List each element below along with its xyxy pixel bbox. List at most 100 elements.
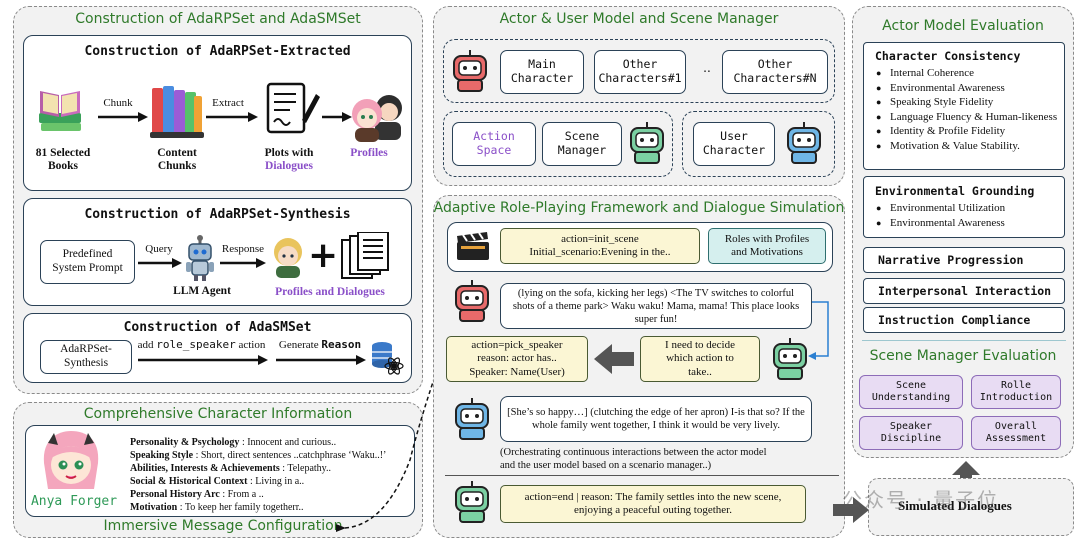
separator [445, 475, 839, 476]
role-introduction-box: Rolle Introduction [971, 375, 1061, 409]
scene-manager-box: Scene Manager [542, 122, 622, 166]
grounding-title: Environmental Grounding [875, 184, 1035, 198]
orchestrating-note: (Orchestrating continuous interactions b… [500, 447, 767, 471]
arrow-response [220, 258, 266, 268]
query-label: Query [145, 243, 173, 255]
consistency-item: Internal Coherence [876, 66, 1060, 81]
attr-row: Speaking Style : Short, direct sentences… [130, 449, 410, 462]
robot-red-icon [453, 50, 487, 92]
end-action-box: action=end | reason: The family settles … [500, 485, 806, 523]
profiles-dialogues-label: Profiles and Dialogues [275, 286, 385, 298]
arrow-profiles [322, 112, 352, 122]
user-dialogue-bubble: [She’s so happy…] (clutching the edge of… [500, 396, 812, 442]
overall-assessment-box: Overall Assessment [971, 416, 1061, 450]
other-characters-1-box: Other Characters#1 [594, 50, 686, 94]
pick-speaker-box: action=pick_speaker reason: actor has.. … [446, 336, 588, 382]
profiles-label: Profiles [350, 147, 388, 159]
plus-icon: + [308, 235, 339, 276]
plots-label-line2: Dialogues [265, 160, 313, 173]
synthesis-title: Construction of AdaRPSet-Synthesis [84, 207, 351, 222]
boy-character-icon [274, 238, 302, 278]
arrow-extract [206, 112, 258, 122]
robot-green-icon [630, 122, 664, 164]
consistency-item: Motivation & Value Stability. [876, 139, 1060, 154]
attr-value: : To keep her family togetherr.. [177, 502, 304, 513]
extracted-box [23, 35, 412, 191]
consistency-item: Identity & Profile Fidelity [876, 124, 1060, 139]
anya-avatar-icon [43, 431, 99, 489]
simulated-dialogues-panel [868, 478, 1074, 536]
books-icon [39, 91, 81, 131]
extract-label: Extract [212, 97, 244, 109]
user-character-box: User Character [693, 122, 775, 166]
action-space-box: Action Space [452, 122, 536, 166]
arrow-query [138, 258, 182, 268]
plots-label-line1: Plots with [264, 147, 314, 159]
actor-user-title: Actor & User Model and Scene Manager [499, 11, 779, 27]
attr-key: Motivation [130, 502, 178, 513]
metric-narrative: Narrative Progression [863, 247, 1065, 273]
synthesis-source-box: AdaRPSet- Synthesis [40, 340, 132, 374]
arrow-right-gray [833, 497, 869, 523]
flow-connector [808, 301, 829, 360]
roles-profiles-box: Roles with Profiles and Motivations [708, 228, 826, 264]
ellipsis: .. [703, 61, 711, 75]
arrow-chunk [98, 112, 148, 122]
arrow-generate [276, 355, 366, 365]
reason-word: Reason [321, 338, 362, 351]
speaker-discipline-box: Speaker Discipline [859, 416, 963, 450]
robot-blue-speaker-icon [455, 398, 489, 440]
plots-label: Plots with Dialogues [252, 147, 326, 173]
evaluation-title: Actor Model Evaluation [882, 18, 1044, 34]
attr-row: Motivation : To keep her family together… [130, 501, 410, 514]
system-prompt-box: Predefined System Prompt [40, 240, 135, 284]
clapperboard-icon [457, 232, 489, 260]
characters-group [443, 39, 835, 103]
scene-eval-title: Scene Manager Evaluation [869, 348, 1057, 364]
attr-key: Social & Historical Context [130, 476, 248, 487]
grounding-item: Environmental Utilization [876, 201, 1060, 216]
immersive-message-label: Immersive Message Configuration [103, 518, 343, 534]
other-characters-n-box: Other Characters#N [722, 50, 828, 94]
consistency-item: Environmental Awareness [876, 81, 1060, 96]
grounding-item: Environmental Awareness [876, 216, 1060, 231]
attr-value: : Telepathy.. [279, 463, 332, 474]
character-name: Anya Forger [30, 494, 118, 509]
robot-green-end-icon [455, 481, 489, 523]
llm-agent-robot-icon [186, 235, 214, 281]
scene-understanding-box: Scene Understanding [859, 375, 963, 409]
robot-green-manager-icon [773, 338, 807, 380]
attr-value: : Innocent and curious.. [239, 437, 337, 448]
add-suffix: action [235, 339, 266, 351]
document-pen-icon [266, 82, 320, 134]
generate-prefix: Generate [278, 339, 322, 351]
add-prefix: add [137, 339, 157, 351]
attr-key: Abilities, Interests & Achievements [130, 463, 280, 474]
robot-red-speaker-icon [455, 280, 489, 322]
consistency-item: Language Fluency & Human-likeness [876, 110, 1060, 125]
metric-interpersonal: Interpersonal Interaction [863, 278, 1065, 304]
attr-row: Abilities, Interests & Achievements : Te… [130, 462, 410, 475]
attr-key: Personal History Arc [130, 489, 220, 500]
character-panel-title: Comprehensive Character Information [83, 406, 353, 422]
chunks-label: Content Chunks [157, 147, 197, 173]
attr-row: Social & Historical Context : Living in … [130, 475, 410, 488]
attr-value: : Short, direct sentences ..catchphrase … [193, 450, 387, 461]
attr-value: : From a .. [219, 489, 264, 500]
response-label: Response [221, 243, 265, 255]
consistency-title: Character Consistency [875, 49, 1021, 63]
generate-reason-label: Generate Reason [270, 338, 370, 352]
grounding-list: Environmental Utilization Environmental … [876, 201, 1060, 230]
scene-manager-group [443, 111, 673, 177]
character-attributes: Personality & Psychology : Innocent and … [130, 436, 410, 514]
scene-eval-separator [862, 340, 1066, 341]
robot-blue-icon [787, 122, 821, 164]
chunk-label: Chunk [103, 97, 133, 109]
documents-stack-icon [341, 232, 389, 279]
consistency-item: Speaking Style Fidelity [876, 95, 1060, 110]
simulated-dialogues-label: Simulated Dialogues [898, 498, 1012, 513]
watermark: 公众号 · 量子位 [842, 488, 1000, 512]
attr-row: Personal History Arc : From a .. [130, 488, 410, 501]
llm-agent-label: LLM Agent [173, 285, 231, 297]
metric-instruction: Instruction Compliance [863, 307, 1065, 333]
